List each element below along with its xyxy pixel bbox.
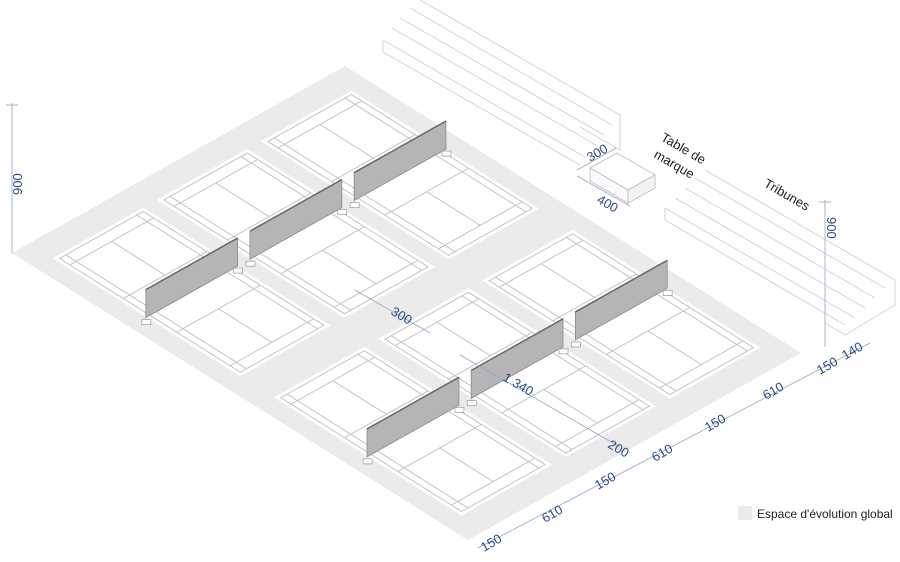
net-post-base [233, 267, 243, 274]
net-post-base [571, 341, 581, 348]
net [245, 178, 348, 267]
legend: Espace d'évolution global [738, 506, 893, 521]
net-post-base [349, 202, 360, 209]
net [571, 259, 673, 348]
dim-height-right: 900 [824, 217, 839, 239]
net [349, 120, 452, 209]
dim-chain-3: 610 [649, 441, 675, 465]
stands-tribunes [664, 169, 896, 336]
scoring-table [589, 152, 656, 204]
net-post-base [141, 319, 152, 325]
dim-chain-6: 150 [814, 354, 840, 378]
net-post-base [362, 458, 373, 465]
net [466, 318, 569, 406]
net-post-base [454, 406, 465, 413]
net-post-base [662, 290, 673, 296]
dim-chain-0: 150 [478, 531, 504, 555]
dim-chain-5: 610 [760, 379, 786, 403]
dim-chain-4: 150 [702, 411, 728, 435]
net [141, 237, 243, 325]
nets [141, 120, 673, 465]
stands-upper [382, 0, 621, 166]
net [362, 376, 465, 465]
floor [12, 66, 801, 540]
net-post-base [337, 209, 348, 215]
legend-swatch [738, 506, 752, 520]
net-post-base [245, 260, 256, 267]
dim-chain-7: 140 [839, 339, 865, 363]
dim-chain-1: 610 [539, 502, 565, 526]
dim-height-left: 900 [10, 173, 25, 195]
dim-chain-2: 150 [592, 469, 618, 493]
legend-label: Espace d'évolution global [757, 507, 893, 521]
net-post-base [441, 150, 452, 157]
net-post-base [466, 400, 477, 406]
net-post-base [558, 348, 569, 355]
dimension-lines [6, 103, 871, 549]
